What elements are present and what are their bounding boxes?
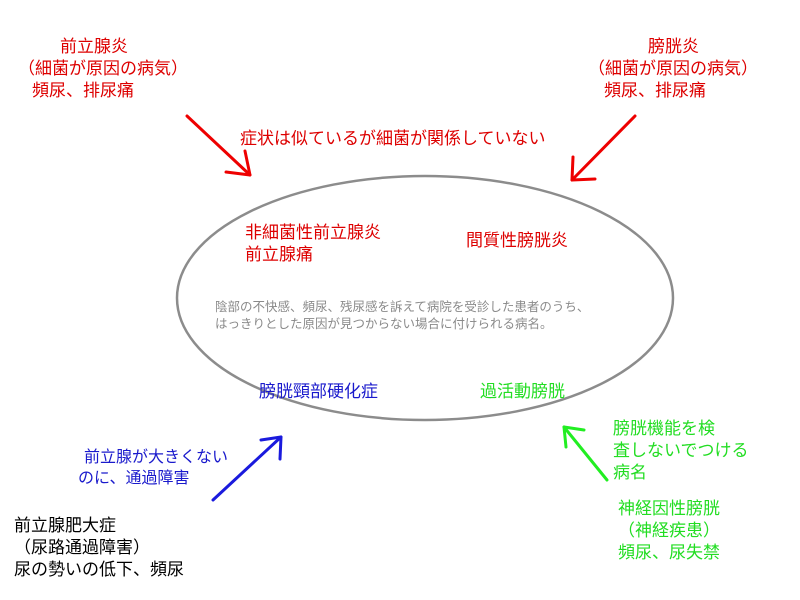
bladder-test-caption-line-1: 膀胱機能を検 — [613, 419, 715, 439]
definition-text: 陰部の不快感、頻尿、残尿感を訴えて病院を受診した患者のうち、 はっきりとした原因… — [215, 298, 589, 332]
neurogenic-bladder-label: 神経因性膀胱 （神経疾患） 頻尿、尿失禁 — [618, 498, 720, 564]
nonbacterial-prostatitis-label: 非細菌性前立腺炎 前立腺痛 — [245, 222, 381, 266]
bladder-test-caption-line-2: 査しないでつける — [613, 441, 749, 461]
interstitial-cystitis-label: 間質性膀胱炎 — [466, 231, 568, 251]
obstruction-caption-line-1: 前立腺が大きくない — [84, 447, 229, 466]
prostatodynia: 前立腺痛 — [245, 245, 313, 265]
central-ellipse — [175, 174, 675, 422]
arrow-red-right — [570, 114, 637, 182]
obstruction-caption-line-2: のに、通過障害 — [78, 468, 190, 487]
prostatitis-cause: （細菌が原因の病気） — [18, 59, 188, 79]
cystitis-title: 膀胱炎 — [648, 37, 699, 57]
prostatitis-symptoms: 頻尿、排尿痛 — [32, 81, 134, 101]
neurogenic-bladder-title: 神経因性膀胱 — [618, 499, 720, 519]
arrow-green — [562, 425, 609, 482]
cystitis-label: 膀胱炎 （細菌が原因の病気） 頻尿、排尿痛 — [588, 36, 758, 102]
definition-line-2: はっきりとした原因が見つからない場合に付けられる病名。 — [215, 316, 553, 331]
bph-title: 前立腺肥大症 — [14, 516, 116, 536]
prostatitis-label: 前立腺炎 （細菌が原因の病気） 頻尿、排尿痛 — [18, 36, 188, 102]
bladder-test-caption-line-3: 病名 — [613, 463, 647, 483]
neurogenic-bladder-symptoms: 頻尿、尿失禁 — [618, 543, 720, 563]
cystitis-cause: （細菌が原因の病気） — [588, 59, 758, 79]
bph-label: 前立腺肥大症 （尿路通過障害） 尿の勢いの低下、頻尿 — [14, 515, 184, 581]
bladder-test-caption: 膀胱機能を検 査しないでつける 病名 — [613, 418, 749, 484]
arrow-red-left — [185, 114, 252, 177]
overactive-bladder-label: 過活動膀胱 — [480, 382, 565, 402]
bph-cause: （尿路通過障害） — [14, 538, 150, 558]
bladder-neck-sclerosis-label: 膀胱頸部硬化症 — [259, 382, 378, 402]
obstruction-caption: 前立腺が大きくない のに、通過障害 — [78, 446, 228, 488]
cystitis-symptoms: 頻尿、排尿痛 — [604, 81, 706, 101]
arrow-blue — [211, 435, 283, 502]
neurogenic-bladder-cause: （神経疾患） — [618, 521, 720, 541]
top-caption: 症状は似ているが細菌が関係していない — [240, 129, 546, 149]
bph-symptoms: 尿の勢いの低下、頻尿 — [14, 560, 184, 580]
nonbacterial-prostatitis: 非細菌性前立腺炎 — [245, 223, 381, 243]
prostatitis-title: 前立腺炎 — [60, 37, 128, 57]
definition-line-1: 陰部の不快感、頻尿、残尿感を訴えて病院を受診した患者のうち、 — [215, 299, 590, 314]
